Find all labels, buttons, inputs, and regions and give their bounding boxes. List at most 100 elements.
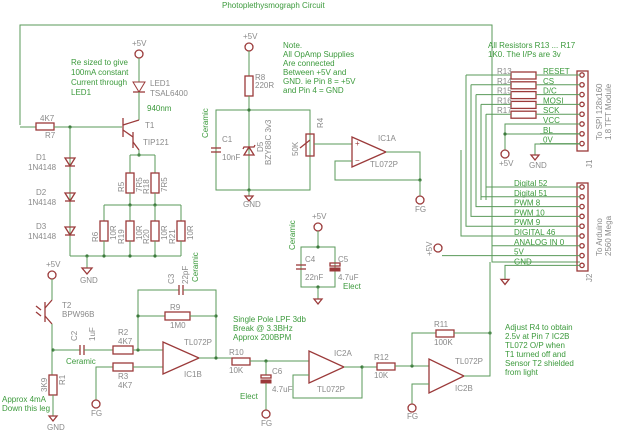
vcc-symbol <box>500 149 510 159</box>
svg-text:GND: GND <box>243 200 261 209</box>
j2-pin <box>579 242 585 249</box>
resistor-r14 <box>510 81 537 90</box>
resistor-r17 <box>510 110 537 119</box>
svg-text:IC2A: IC2A <box>334 349 352 358</box>
j1-pin-label: 0V <box>543 136 553 145</box>
svg-text:Ceramic: Ceramic <box>66 357 96 366</box>
j1-pin <box>579 101 585 108</box>
svg-text:Break @ 3.3BHz: Break @ 3.3BHz <box>233 324 293 333</box>
svg-text:IC2B: IC2B <box>455 384 473 393</box>
j1-pin-label: RESET <box>543 67 570 76</box>
svg-text:Sensor T2 shielded: Sensor T2 shielded <box>505 359 574 368</box>
j1-pin-label: BL <box>543 126 553 135</box>
decoupling-section: +5V Ceramic C4 22nF C5 4.7uF Elect <box>288 212 362 306</box>
svg-text:100mA constant: 100mA constant <box>71 68 129 77</box>
resistor-r3 <box>112 362 134 372</box>
svg-text:TL072 O/P when: TL072 O/P when <box>505 341 565 350</box>
opamp-ic1b <box>162 340 201 376</box>
svg-text:10R: 10R <box>109 225 118 240</box>
svg-text:R1: R1 <box>58 374 67 385</box>
svg-text:C2: C2 <box>70 330 79 341</box>
j2-pin-label: 5V <box>514 248 524 257</box>
sensor-section: +5V T2 BPW96B 3K9 R1 GND Approx 4mA Down… <box>2 252 232 432</box>
svg-text:TSAL6400: TSAL6400 <box>150 89 188 98</box>
svg-text:Approx 200BPM: Approx 200BPM <box>233 333 292 342</box>
svg-text:1K0. The I/Ps are 3v: 1K0. The I/Ps are 3v <box>488 50 561 59</box>
svg-text:100K: 100K <box>434 338 453 347</box>
svg-text:Ceramic: Ceramic <box>288 220 297 250</box>
j1-pin <box>579 121 585 127</box>
capacitor-c6 <box>260 374 272 379</box>
gnd-symbol <box>80 267 94 276</box>
j2-pin <box>579 262 585 269</box>
diode-d3 <box>63 226 77 237</box>
svg-text:R15: R15 <box>497 87 512 96</box>
led1-icon <box>132 81 146 93</box>
svg-text:Note.: Note. <box>283 41 302 50</box>
svg-text:4.7uF: 4.7uF <box>272 385 293 394</box>
zener-d5 <box>242 145 256 156</box>
svg-text:10R: 10R <box>160 225 169 240</box>
svg-text:10K: 10K <box>229 366 244 375</box>
svg-text:J1: J1 <box>585 159 594 168</box>
svg-text:T2: T2 <box>62 301 72 310</box>
j2-pin-label: PWM 9 <box>514 218 541 227</box>
svg-text:All OpAmp Supplies: All OpAmp Supplies <box>283 50 354 59</box>
svg-text:1.8 TFT Module: 1.8 TFT Module <box>604 83 613 140</box>
svg-text:T1 turned off and: T1 turned off and <box>505 350 566 359</box>
j2-pin-label: GND <box>514 257 532 266</box>
j2-pin-label: ANALOG IN 0 <box>514 238 565 247</box>
j1-pin-label: CS <box>543 77 554 86</box>
svg-text:R18: R18 <box>142 179 151 194</box>
resistor-r8 <box>244 75 254 97</box>
svg-text:+5V: +5V <box>132 39 147 48</box>
svg-text:4K7: 4K7 <box>118 337 133 346</box>
svg-text:+5V: +5V <box>499 159 514 168</box>
wire-analog-loop <box>19 24 580 263</box>
svg-text:FG: FG <box>261 419 272 428</box>
svg-text:Down this leg: Down this leg <box>2 404 50 413</box>
resistor-r19 <box>125 220 135 242</box>
svg-text:Between +5V and: Between +5V and <box>283 68 346 77</box>
svg-text:T1: T1 <box>145 121 155 130</box>
j1-pin-label: D/C <box>543 87 557 96</box>
svg-text:C1: C1 <box>222 135 233 144</box>
svg-text:C6: C6 <box>272 367 283 376</box>
j2-pin-label: DIGITAL 46 <box>514 228 556 237</box>
svg-text:R16: R16 <box>497 96 512 105</box>
svg-text:IC1A: IC1A <box>378 134 396 143</box>
potentiometer-r4 <box>305 133 315 157</box>
svg-text:To Arduino: To Arduino <box>595 218 604 256</box>
svg-text:1N4148: 1N4148 <box>28 198 57 207</box>
svg-text:TL072P: TL072P <box>317 385 345 394</box>
resistor-r18 <box>150 172 160 194</box>
svg-text:To SPI 128x160: To SPI 128x160 <box>595 83 604 140</box>
svg-text:R8: R8 <box>255 73 266 82</box>
resistor-r10 <box>231 357 251 366</box>
svg-text:R5: R5 <box>117 181 126 192</box>
svg-text:Are connected: Are connected <box>283 59 335 68</box>
j1-pin-label: VCC <box>543 116 560 125</box>
svg-text:C4: C4 <box>305 255 316 264</box>
j2-pin <box>579 193 585 200</box>
svg-text:2.5v at Pin 7 IC2B: 2.5v at Pin 7 IC2B <box>505 332 569 341</box>
svg-text:R20: R20 <box>142 229 151 244</box>
j1-pin-label: SCK <box>543 106 560 115</box>
filter-section: R10 10K FG C6 4.7uF Elect Single Pole LP… <box>229 262 574 428</box>
svg-text:IC1B: IC1B <box>184 370 202 379</box>
svg-text:FG: FG <box>91 409 102 418</box>
svg-text:−: − <box>355 156 360 165</box>
svg-text:BPW96B: BPW96B <box>62 310 94 319</box>
j1-pin <box>579 81 585 88</box>
svg-text:Ceramic: Ceramic <box>201 108 210 138</box>
svg-text:1uF: 1uF <box>88 327 97 341</box>
svg-text:2560 Mega: 2560 Mega <box>604 215 613 256</box>
svg-text:Re sized to give: Re sized to give <box>71 58 128 67</box>
resistor-r5 <box>125 172 135 194</box>
svg-text:R12: R12 <box>374 353 389 362</box>
svg-text:D5: D5 <box>256 141 265 152</box>
resistor-r7 <box>35 122 55 131</box>
svg-text:10R: 10R <box>135 225 144 240</box>
diode-d1 <box>63 157 77 168</box>
svg-text:R17: R17 <box>497 106 512 115</box>
